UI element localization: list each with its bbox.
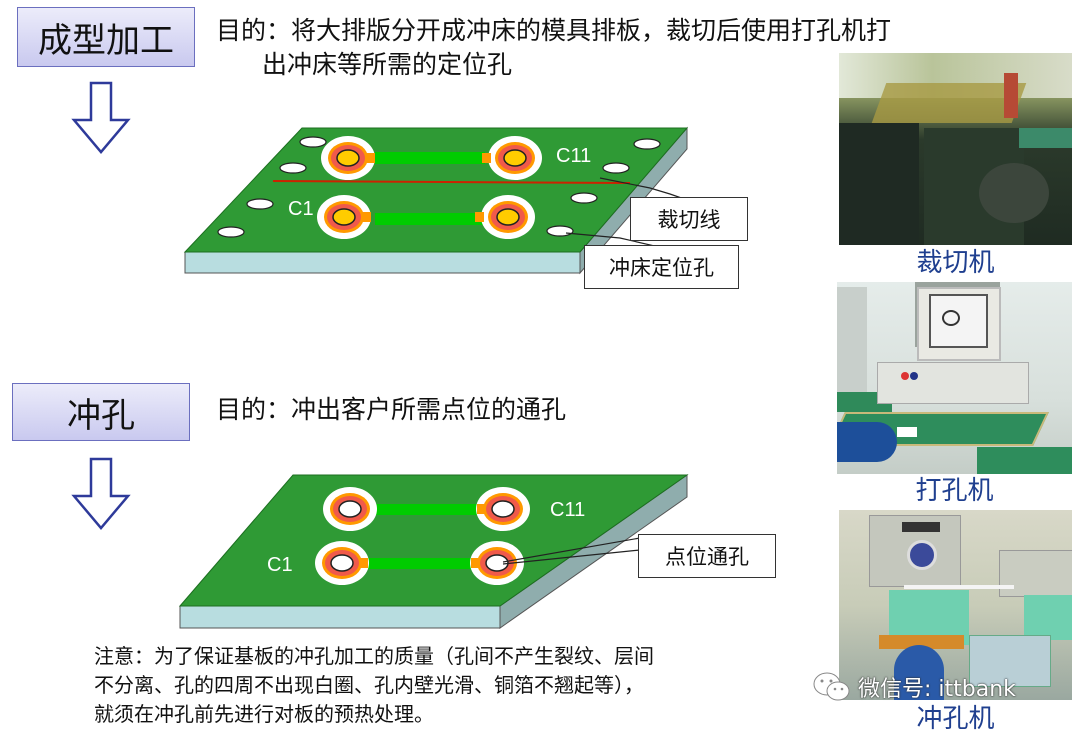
label-c1: C1 — [288, 198, 314, 220]
purpose-forming-line2: 出冲床等所需的定位孔 — [262, 50, 513, 79]
note-line2: 不分离、孔的四周不出现白圈、孔内壁光滑、铜箔不翘起等）， — [94, 673, 644, 697]
caption-drilling-machine: 打孔机 — [915, 476, 994, 506]
label-c11: C11 — [550, 499, 585, 521]
purpose-punching-text: 目的：冲出客户所需点位的通孔 — [216, 395, 567, 424]
label-c11: C11 — [556, 145, 591, 167]
purpose-forming: 目的：将大排版分开成冲床的模具排板，裁切后使用打孔机打 出冲床等所需的定位孔 — [216, 14, 1036, 82]
watermark-text: 微信号: ittbank — [858, 677, 1016, 702]
note-line1: 注意：为了保证基板的冲孔加工的质量（孔间不产生裂纹、层间 — [94, 644, 654, 668]
stage-title-forming: 成型加工 — [17, 7, 195, 67]
pcb-board-forming-diagram: C11 C1 — [183, 126, 700, 275]
purpose-forming-line1: 目的：将大排版分开成冲床的模具排板，裁切后使用打孔机打 — [216, 16, 892, 45]
wechat-icon — [813, 672, 850, 701]
down-arrow-icon — [71, 457, 131, 530]
stage-title-punching-label: 冲孔 — [67, 395, 135, 436]
cutting-machine-photo — [839, 53, 1072, 245]
callout-through-hole: 点位通孔 — [638, 534, 776, 578]
down-arrow-icon — [71, 81, 131, 154]
caption-punching-machine: 冲孔机 — [916, 704, 995, 734]
callout-through-hole-label: 点位通孔 — [665, 545, 749, 569]
punching-machine-photo — [839, 510, 1072, 700]
note-line3: 就须在冲孔前先进行对板的预热处理。 — [94, 702, 434, 726]
callout-cut-line: 裁切线 — [630, 197, 748, 241]
callout-locating-hole: 冲床定位孔 — [584, 245, 739, 289]
pcb-board-punching-diagram: C11 C1 — [178, 474, 689, 629]
callout-locating-hole-label: 冲床定位孔 — [609, 256, 714, 280]
caption-cutting-machine: 裁切机 — [916, 248, 995, 278]
callout-cut-line-label: 裁切线 — [657, 208, 721, 232]
purpose-punching: 目的：冲出客户所需点位的通孔 — [216, 393, 566, 427]
watermark: 微信号: ittbank — [812, 670, 1016, 704]
note-preheat: 注意：为了保证基板的冲孔加工的质量（孔间不产生裂纹、层间 不分离、孔的四周不出现… — [94, 642, 834, 729]
stage-title-punching: 冲孔 — [12, 383, 190, 441]
label-c1: C1 — [267, 554, 293, 576]
drilling-machine-photo — [837, 282, 1072, 474]
stage-title-forming-label: 成型加工 — [38, 20, 174, 61]
